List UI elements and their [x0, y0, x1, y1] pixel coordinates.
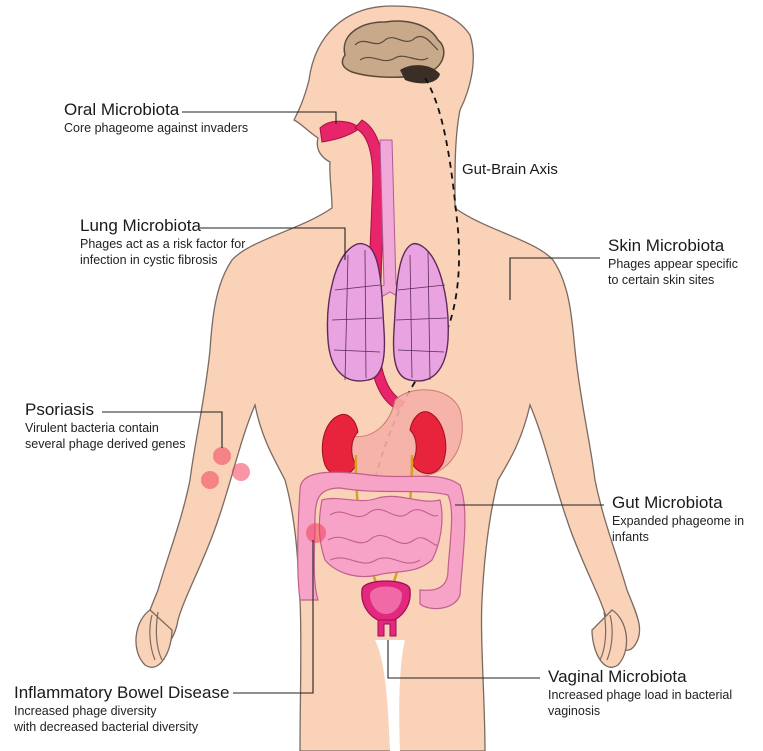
vaginal-desc-1: Increased phage load in bacterial	[548, 688, 733, 702]
lung-leader	[200, 227, 346, 260]
psoriasis-spot-3	[201, 471, 219, 489]
ibd-title: Inflammatory Bowel Disease	[14, 683, 230, 702]
left-hand	[135, 609, 173, 668]
ibd-leader	[233, 540, 314, 694]
skin-title: Skin Microbiota	[608, 236, 725, 255]
psoriasis-leader	[102, 411, 223, 448]
gut-title: Gut Microbiota	[612, 493, 723, 512]
cerebellum	[400, 65, 440, 84]
vaginal-desc-2: vaginosis	[548, 704, 601, 718]
vaginal-title: Vaginal Microbiota	[548, 667, 687, 686]
gut-brain-axis-label: Gut-Brain Axis	[462, 161, 558, 178]
vaginal-label: Vaginal Microbiota Increased phage load …	[548, 667, 732, 719]
psoriasis-desc-1: Virulent bacteria contain	[25, 421, 159, 435]
psoriasis-label: Psoriasis Virulent bacteria contain seve…	[25, 400, 186, 452]
skin-desc-2: to certain skin sites	[608, 273, 715, 287]
gut-desc-1: Expanded phageome in	[612, 514, 745, 528]
lung-title: Lung Microbiota	[80, 216, 201, 235]
vaginal-leader	[387, 640, 540, 679]
psoriasis-spot-1	[213, 447, 231, 465]
gut-label: Gut Microbiota Expanded phageome in infa…	[612, 493, 744, 545]
lung-desc-1: Phages act as a risk factor for	[80, 237, 246, 251]
bladder-inner	[370, 586, 402, 614]
leg-gap	[375, 640, 405, 751]
psoriasis-title: Psoriasis	[25, 400, 94, 419]
right-hand	[591, 609, 628, 668]
brain	[341, 20, 445, 79]
left-fingers	[149, 611, 163, 661]
lung-label: Lung Microbiota Phages act as a risk fac…	[80, 216, 245, 268]
lung-desc-2: infection in cystic fibrosis	[80, 253, 218, 267]
psoriasis-desc-2: several phage derived genes	[25, 437, 186, 451]
left-lung	[326, 242, 386, 382]
lung-texture	[331, 249, 448, 381]
oral-title: Oral Microbiota	[64, 100, 180, 119]
oral-desc-1: Core phageome against invaders	[64, 121, 249, 135]
oral-leader	[182, 111, 337, 124]
brain-folds	[354, 35, 439, 62]
gut-desc-2: infants	[612, 530, 649, 544]
ibd-desc-1: Increased phage diversity	[14, 704, 157, 718]
right-lung	[392, 242, 449, 382]
skin-leader	[509, 257, 600, 300]
intestine-coils	[327, 509, 439, 564]
body-silhouette	[144, 5, 641, 751]
ibd-desc-2: with decreased bacterial diversity	[14, 720, 199, 734]
oral-label: Oral Microbiota Core phageome against in…	[64, 100, 248, 136]
psoriasis-spot-2	[232, 463, 250, 481]
ibd-spot	[306, 523, 326, 543]
small-intestine	[318, 495, 443, 578]
skin-desc-1: Phages appear specific	[608, 257, 738, 271]
right-fingers	[599, 611, 613, 661]
leader-lines	[102, 111, 604, 694]
ibd-label: Inflammatory Bowel Disease Increased pha…	[14, 683, 229, 735]
large-intestine	[297, 471, 466, 610]
skin-label: Skin Microbiota Phages appear specific t…	[608, 236, 738, 288]
urethra	[377, 619, 397, 637]
